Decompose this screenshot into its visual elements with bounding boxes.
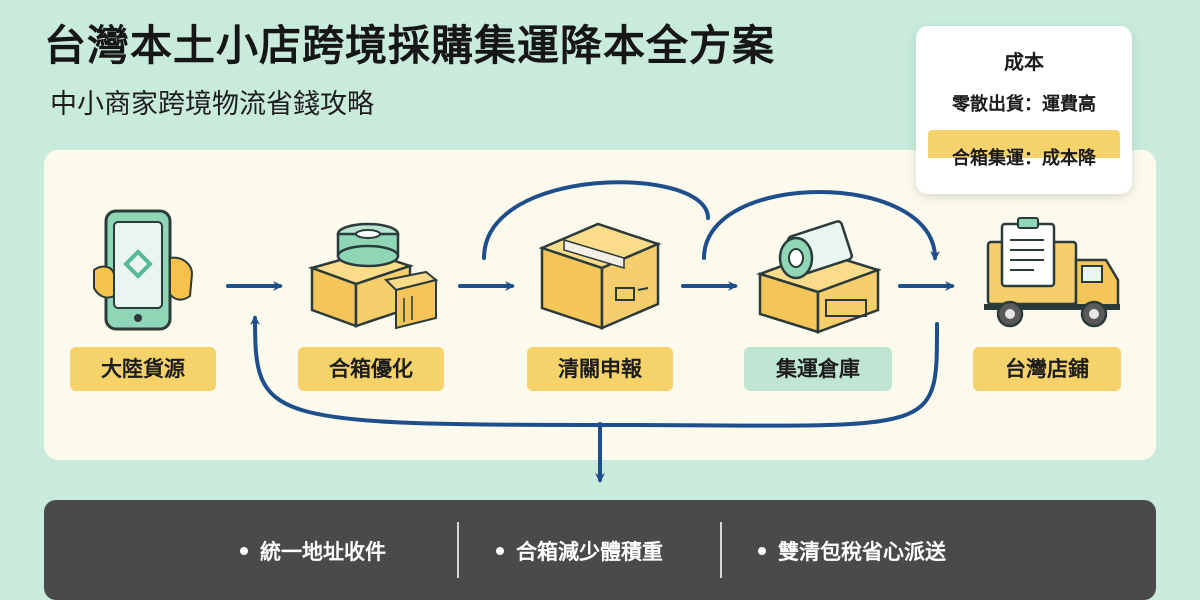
step-label-consolidate: 合箱優化	[298, 347, 444, 391]
cost-row-consolidated-highlight: 合箱集運：成本降	[928, 130, 1120, 184]
step-label-warehouse: 集運倉庫	[744, 347, 892, 391]
step-label-shop: 台灣店鋪	[973, 347, 1121, 391]
benefit-item: 合箱減少體積重	[496, 536, 663, 566]
benefit-item: 統一地址收件	[240, 536, 386, 566]
cost-card-title: 成本	[1004, 50, 1044, 74]
combined-boxes-icon	[307, 222, 439, 330]
cardboard-box-icon	[538, 222, 662, 330]
warehouse-box-icon	[756, 220, 882, 334]
benefit-divider	[457, 522, 459, 578]
smartphone-icon	[93, 209, 194, 331]
benefit-divider	[720, 522, 722, 578]
cost-row-consolidated: 合箱集運：成本降	[952, 148, 1096, 169]
step-label-source: 大陸貨源	[70, 347, 216, 391]
step-label-customs: 清關申報	[527, 347, 673, 391]
delivery-truck-icon	[984, 217, 1120, 328]
page-title: 台灣本土小店跨境採購集運降本全方案	[44, 21, 776, 70]
benefit-item: 雙清包稅省心派送	[758, 536, 946, 566]
page-subtitle: 中小商家跨境物流省錢攻略	[50, 89, 374, 120]
bullet-icon	[240, 547, 248, 555]
bullet-icon	[758, 547, 766, 555]
cost-card: 成本 零散出貨：運費高 合箱集運：成本降	[916, 26, 1132, 194]
benefits-bar	[44, 500, 1156, 600]
cost-row-scattered: 零散出貨：運費高	[952, 94, 1096, 115]
bullet-icon	[496, 547, 504, 555]
